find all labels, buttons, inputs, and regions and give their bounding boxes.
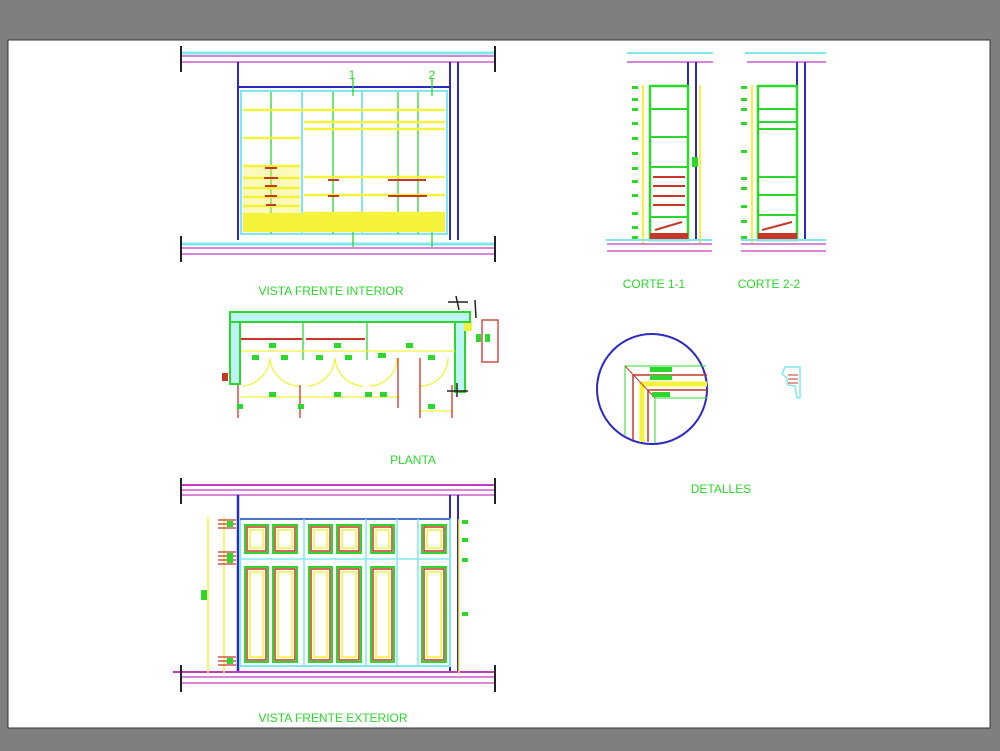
section-mark-2: 2 [429,68,436,82]
details-title: DETALLES [691,482,751,496]
door-panel [244,524,269,554]
door-panel [336,524,362,554]
interior-view-title: VISTA FRENTE INTERIOR [258,284,403,298]
plan-title: PLANTA [390,453,436,467]
section-mark-1: 1 [349,68,356,82]
door-panel [421,524,447,554]
section-1-1 [606,52,713,252]
section-2-title: CORTE 2-2 [738,277,801,291]
door-panel [308,566,333,663]
details [596,333,801,445]
exterior-view-title: VISTA FRENTE EXTERIOR [258,711,407,725]
door-panel [370,524,395,554]
door-panel [370,566,395,663]
door-panel [421,566,447,663]
door-panel [308,524,333,554]
door-panel [272,566,298,663]
section-2-2 [741,52,826,252]
interior-elevation [180,46,496,262]
drawing-sheet [7,39,991,729]
section-1-title: CORTE 1-1 [623,277,686,291]
door-panel [336,566,362,663]
door-panel [244,566,269,663]
door-panel [272,524,298,554]
floor-plan [222,295,499,418]
exterior-elevation [173,478,496,692]
